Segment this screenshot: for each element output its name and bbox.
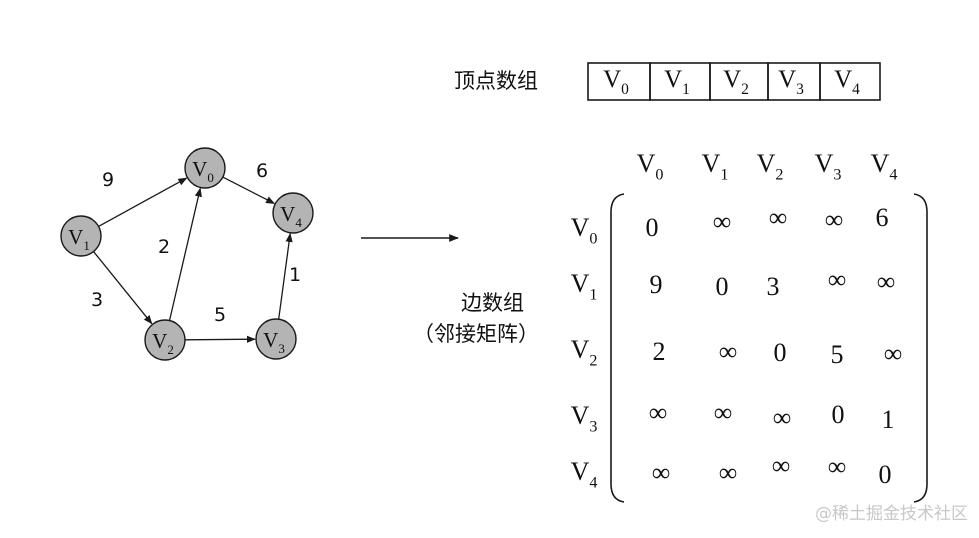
edge-weight-label: 1 — [289, 264, 301, 286]
graph-node-v1: V1 — [60, 215, 102, 257]
matrix-cell: 2 — [653, 337, 666, 366]
graph-node-label: V4 — [280, 202, 302, 230]
matrix-cell: 0 — [879, 460, 892, 489]
matrix-cell: ∞ — [828, 265, 847, 294]
matrix-cell: ∞ — [769, 203, 788, 232]
matrix-col-header: V3 — [815, 149, 842, 183]
graph-edges: 9 6 2 3 5 1 — [91, 160, 301, 343]
vertex-array-cell-label: V0 — [603, 66, 629, 98]
matrix-cell: ∞ — [719, 337, 738, 366]
matrix-col-header: V0 — [637, 149, 664, 183]
vertex-array: V0 V1 V2 V3 V4 — [587, 62, 881, 101]
edge-weight-label: 6 — [256, 160, 268, 182]
edge-weight-label: 3 — [91, 289, 103, 311]
vertex-array-cell-label: V1 — [664, 66, 690, 98]
matrix-left-bracket — [610, 193, 625, 503]
matrix-row-header: V1 — [571, 269, 598, 303]
graph-node-label: V1 — [68, 225, 90, 253]
matrix-cell: 3 — [767, 272, 780, 301]
graph-edge — [168, 187, 202, 321]
matrix-row-header: V4 — [571, 457, 598, 491]
vertex-array-cell: V1 — [649, 62, 711, 101]
watermark: @稀土掘金技术社区 — [815, 504, 968, 524]
vertex-array-cell-label: V3 — [778, 66, 804, 98]
graph-node-label: V0 — [192, 157, 214, 185]
matrix-right-bracket — [913, 193, 928, 503]
vertex-array-cell: V2 — [709, 62, 769, 101]
matrix-cell: ∞ — [713, 207, 732, 236]
vertex-array-label: 顶点数组 — [454, 69, 538, 93]
matrix-row-header: V3 — [571, 401, 598, 435]
matrix-cell: 0 — [832, 400, 845, 429]
matrix-cell: 0 — [774, 338, 787, 367]
graph-node-label: V2 — [152, 329, 174, 357]
matrix-row-header: V2 — [571, 335, 598, 369]
matrix-cell: 6 — [876, 203, 889, 232]
graph-edge — [98, 177, 188, 227]
graph-edge — [184, 335, 256, 343]
graph-edge — [93, 251, 153, 325]
graph-edge — [222, 176, 276, 205]
vertex-array-cell: V3 — [767, 62, 821, 101]
matrix-cell: 5 — [831, 340, 844, 369]
matrix-cell: ∞ — [828, 452, 847, 481]
graph-node-v0: V0 — [184, 147, 226, 189]
vertex-array-cell: V4 — [819, 62, 881, 101]
matrix-cell: 9 — [650, 270, 663, 299]
matrix-cell: 1 — [882, 405, 895, 434]
matrix-cell: ∞ — [652, 458, 671, 487]
graph-node-v2: V2 — [144, 319, 186, 361]
matrix-cell: ∞ — [877, 267, 896, 296]
matrix-cell: 0 — [716, 272, 729, 301]
graph-node-label: V3 — [263, 328, 285, 356]
matrix-col-header: V4 — [871, 149, 898, 183]
vertex-array-cell-label: V4 — [834, 66, 860, 98]
edge-weight-label: 9 — [102, 169, 114, 191]
edge-weight-label: 2 — [158, 236, 170, 258]
matrix-cell: 0 — [646, 213, 659, 242]
matrix-col-header: V2 — [757, 149, 784, 183]
graph-node-v4: V4 — [272, 192, 314, 234]
edge-array-label: 边数组 — [461, 291, 524, 315]
matrix-row-header: V0 — [571, 213, 598, 247]
vertex-array-cell: V0 — [587, 62, 651, 101]
vertex-array-cell-label: V2 — [723, 66, 749, 98]
graph-node-v3: V3 — [255, 318, 297, 360]
matrix-cell: ∞ — [773, 403, 792, 432]
matrix-cell: ∞ — [884, 339, 903, 368]
matrix-cell: ∞ — [772, 451, 791, 480]
matrix-col-header: V1 — [702, 149, 729, 183]
matrix-cell: ∞ — [825, 205, 844, 234]
edge-weight-label: 5 — [214, 304, 226, 326]
matrix-cell: ∞ — [714, 398, 733, 427]
matrix-cell: ∞ — [719, 458, 738, 487]
graph-edge — [278, 232, 293, 320]
matrix-cell: ∞ — [649, 398, 668, 427]
adjacency-matrix-label: （邻接矩阵） — [413, 322, 539, 346]
